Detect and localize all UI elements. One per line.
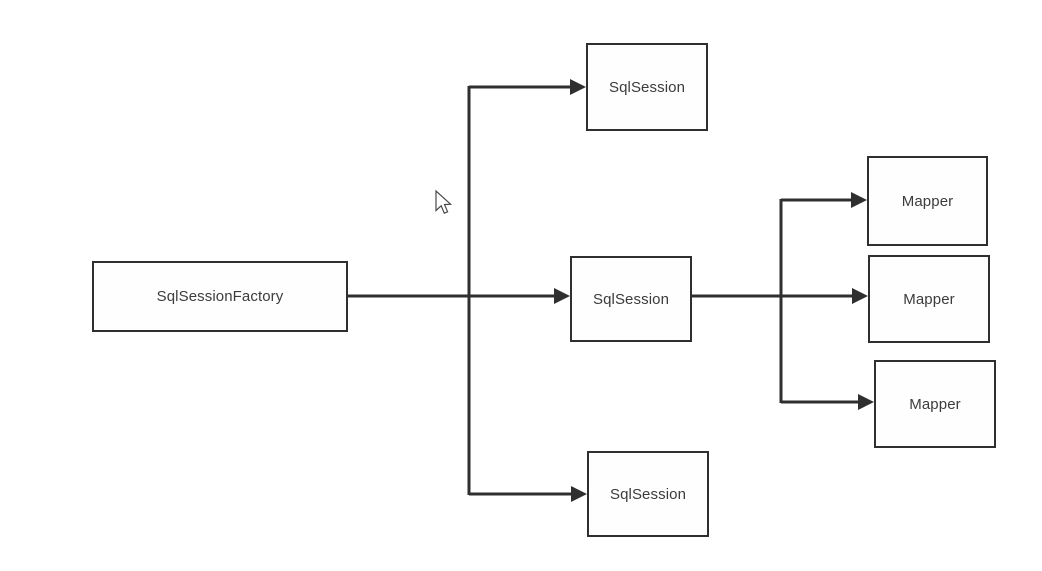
node-sqlsession-top[interactable]: SqlSession bbox=[586, 43, 708, 131]
node-mapper-bottom[interactable]: Mapper bbox=[874, 360, 996, 448]
arrow-head-mapper-2 bbox=[852, 288, 868, 304]
arrow-head-session-1 bbox=[570, 79, 586, 95]
node-sqlsession-middle[interactable]: SqlSession bbox=[570, 256, 692, 342]
node-mapper-top[interactable]: Mapper bbox=[867, 156, 988, 246]
node-label-sqlsession-middle: SqlSession bbox=[592, 290, 670, 308]
node-sqlsession-bottom[interactable]: SqlSession bbox=[587, 451, 709, 537]
node-label-sqlsession-bottom: SqlSession bbox=[609, 485, 687, 503]
node-mapper-middle[interactable]: Mapper bbox=[868, 255, 990, 343]
arrow-head-mapper-3 bbox=[858, 394, 874, 410]
arrow-head-session-3 bbox=[571, 486, 587, 502]
node-label-sqlsessionfactory: SqlSessionFactory bbox=[156, 288, 284, 305]
node-label-mapper-middle: Mapper bbox=[903, 290, 955, 308]
node-label-sqlsession-top: SqlSession bbox=[608, 78, 686, 96]
arrow-head-session-2 bbox=[554, 288, 570, 304]
node-label-mapper-bottom: Mapper bbox=[909, 395, 961, 413]
node-sqlsessionfactory[interactable]: SqlSessionFactory bbox=[92, 261, 348, 332]
arrow-head-mapper-1 bbox=[851, 192, 867, 208]
node-label-mapper-top: Mapper bbox=[901, 192, 954, 210]
